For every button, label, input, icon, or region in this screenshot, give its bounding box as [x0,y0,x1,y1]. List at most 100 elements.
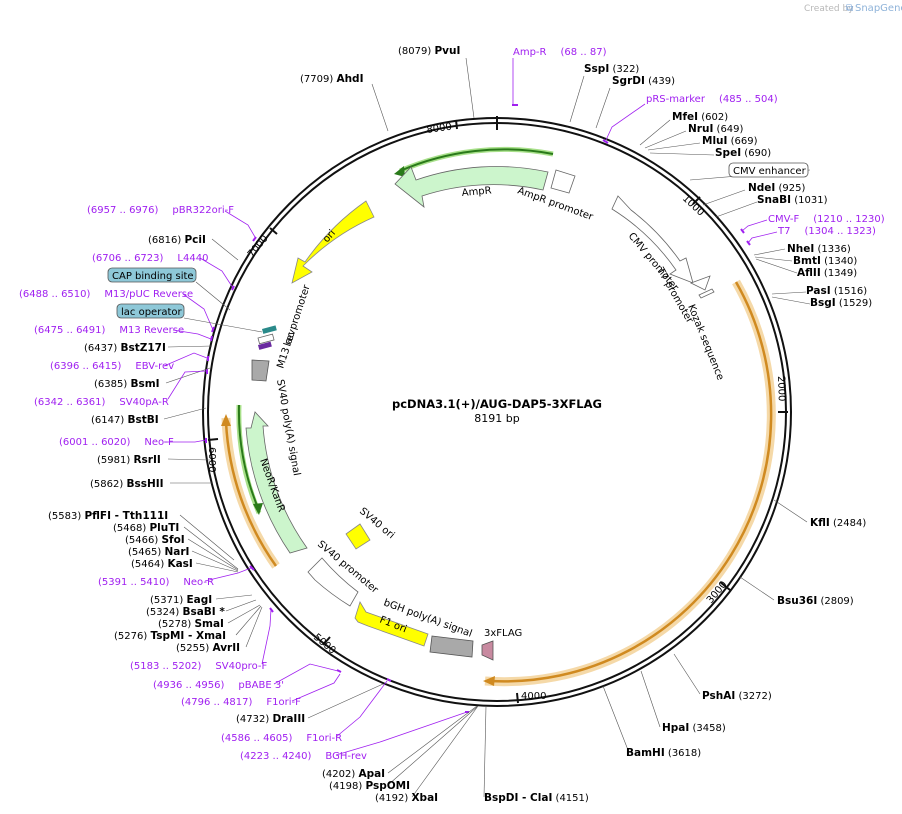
credit-brand: SnapGene [855,3,902,14]
primer-l4440: (6706 .. 6723)L4440 [92,253,208,264]
enzyme-sgrdi: SgrDI (439) [612,75,675,87]
ampr-orf-arrow-icon [394,166,405,177]
tick-1000: 1000 [680,193,706,218]
primer-t7: T7(1304 .. 1323) [777,226,876,237]
enzyme-pflfi-tth111i: (5583) PflFI - Tth111I [48,510,168,522]
f1-ori-feature [354,601,429,647]
enzyme-pspomi: (4198) PspOMI [329,780,410,792]
enzyme-nari: (5465) NarI [128,546,189,558]
tick-marks [207,116,788,704]
enzyme-bspdi-clai: BspDI - ClaI (4151) [484,792,589,804]
enzyme-snabi: SnaBI (1031) [757,194,828,206]
enzyme-nhei: NheI (1336) [787,243,851,255]
tick-6000: 6000 [206,447,217,472]
cap-binding-leader [195,281,231,311]
enzyme-mlui: MluI (669) [702,135,758,147]
ampr-feature [394,166,549,208]
enzyme-ndei: NdeI (925) [748,182,806,194]
primer-m13-puc-reverse: (6488 .. 6510)M13/pUC Reverse [19,289,193,300]
enzyme-bmti: BmtI (1340) [793,255,857,267]
enzyme-sspi: SspI (322) [584,63,639,75]
cmv-enhancer-label: CMV enhancer [733,166,807,177]
tick-5000: 5000 [311,632,338,657]
ori-feature [291,200,375,284]
enzyme-avrii: (5255) AvrII [176,642,240,654]
enzyme-eagi: (5371) EagI [150,594,212,606]
primer-amp-r: Amp-R(68 .. 87) [513,47,607,58]
enzyme-rsrii: (5981) RsrII [97,454,161,466]
primer-f1ori-f: (4796 .. 4817)F1ori-F [181,697,301,708]
kozak-label: Kozak sequence [685,303,725,382]
tick-4000: 4000 [521,691,546,702]
sv40-ori-feature [345,523,371,550]
cds-arc [489,281,773,683]
snapgene-logo-icon: ⧉ [846,3,853,14]
lac-operator-feature [262,325,277,334]
primer-ebv-rev: (6396 .. 6415)EBV-rev [50,361,174,372]
enzyme-nrui: NruI (649) [688,123,744,135]
ampr-label: AmpR [461,185,492,199]
primer-neo-f: (6001 .. 6020)Neo-F [59,437,174,448]
m13-rev-label: M13 rev [275,328,298,370]
cap-binding-site-label: CAP binding site [112,271,194,282]
enzyme-bstbi: (6147) BstBI [91,414,159,426]
primer-sv40pro-f: (5183 .. 5202)SV40pro-F [130,661,267,672]
tick-2000: 2000 [775,376,787,402]
neor-feature [245,411,308,554]
plasmid-name: pcDNA3.1(+)/AUG-DAP5-3XFLAG [392,397,602,411]
plasmid-length: 8191 bp [474,412,519,425]
cds-arc-halo [484,279,776,687]
enzyme-bsgi: BsgI (1529) [810,297,872,309]
primer-bgh-rev: (4223 .. 4240)BGH-rev [240,751,367,762]
enzyme-kfli: KflI (2484) [810,517,866,529]
primer-neo-r: (5391 .. 5410)Neo-R [98,577,214,588]
enzyme-bstz17i: (6437) BstZ17I [84,342,166,354]
enzyme-smai: (5278) SmaI [158,618,224,630]
enzyme-bamhi: BamHI (3618) [626,747,701,759]
enzyme-bsu36i: Bsu36I (2809) [777,595,854,607]
enzyme-pluti: (5468) PluTI [113,522,179,534]
enzyme-pasi: PasI (1516) [806,285,867,297]
enzyme-pcii: (6816) PciI [148,234,206,246]
left-cds-arrowhead-icon [221,414,231,426]
enzyme-apai: (4202) ApaI [322,768,385,780]
enzyme-xbai: (4192) XbaI [375,792,438,804]
primer-prs-marker: pRS-marker(485 .. 504) [646,94,778,105]
lac-operator-leader [183,317,263,333]
neor-orf-line [237,404,259,509]
enzyme-aflii: AflII (1349) [797,267,857,279]
enzyme-tspmi-xmai: (5276) TspMI - XmaI [114,630,226,642]
primer-pbabe-3: (4936 .. 4956)pBABE 3' [153,680,284,691]
ampr-promoter-feature [550,169,576,194]
neor-orf-arrow-icon [253,503,263,515]
tick-8000: 8000 [426,122,453,136]
kozak-feature [698,288,715,299]
primer-pbr322ori-f: (6957 .. 6976)pBR322ori-F [87,205,234,216]
ampr-promoter-label: AmpR promoter [516,185,595,223]
enzyme-spei: SpeI (690) [715,147,771,159]
flag-label: 3xFLAG [484,628,522,639]
bgh-polya-feature [429,635,474,658]
enzyme-ahdi: (7709) AhdI [300,73,363,85]
enzyme-bsmi: (6385) BsmI [94,378,160,390]
enzyme-pvui: (8079) PvuI [398,45,460,57]
enzyme-mfei: MfeI (602) [672,111,728,123]
m13-rev-feature [257,341,272,350]
enzyme-leader-lines [163,57,811,798]
enzyme-hpai: HpaI (3458) [662,722,726,734]
enzyme-bsshii: (5862) BssHII [90,478,164,490]
cmv-promoter-feature [611,195,694,284]
lac-operator-box [116,303,185,319]
enzyme-bsabi: (5324) BsaBI * [146,606,225,618]
primer-sv40pa-r: (6342 .. 6361)SV40pA-R [34,397,169,408]
enzyme-draiii: (4732) DraIII [236,713,305,725]
primer-m13-reverse: (6475 .. 6491)M13 Reverse [34,325,184,336]
t7-promoter-feature [689,275,711,291]
sv40-polya-left-feature [251,359,270,382]
primer-cmv-f: CMV-F(1210 .. 1230) [768,214,885,225]
primer-leader-lines [163,58,778,756]
sv40-polya-label: SV40 poly(A) signal [274,379,302,477]
left-cds-arc [224,421,278,567]
tick-7000: 7000 [246,233,271,260]
